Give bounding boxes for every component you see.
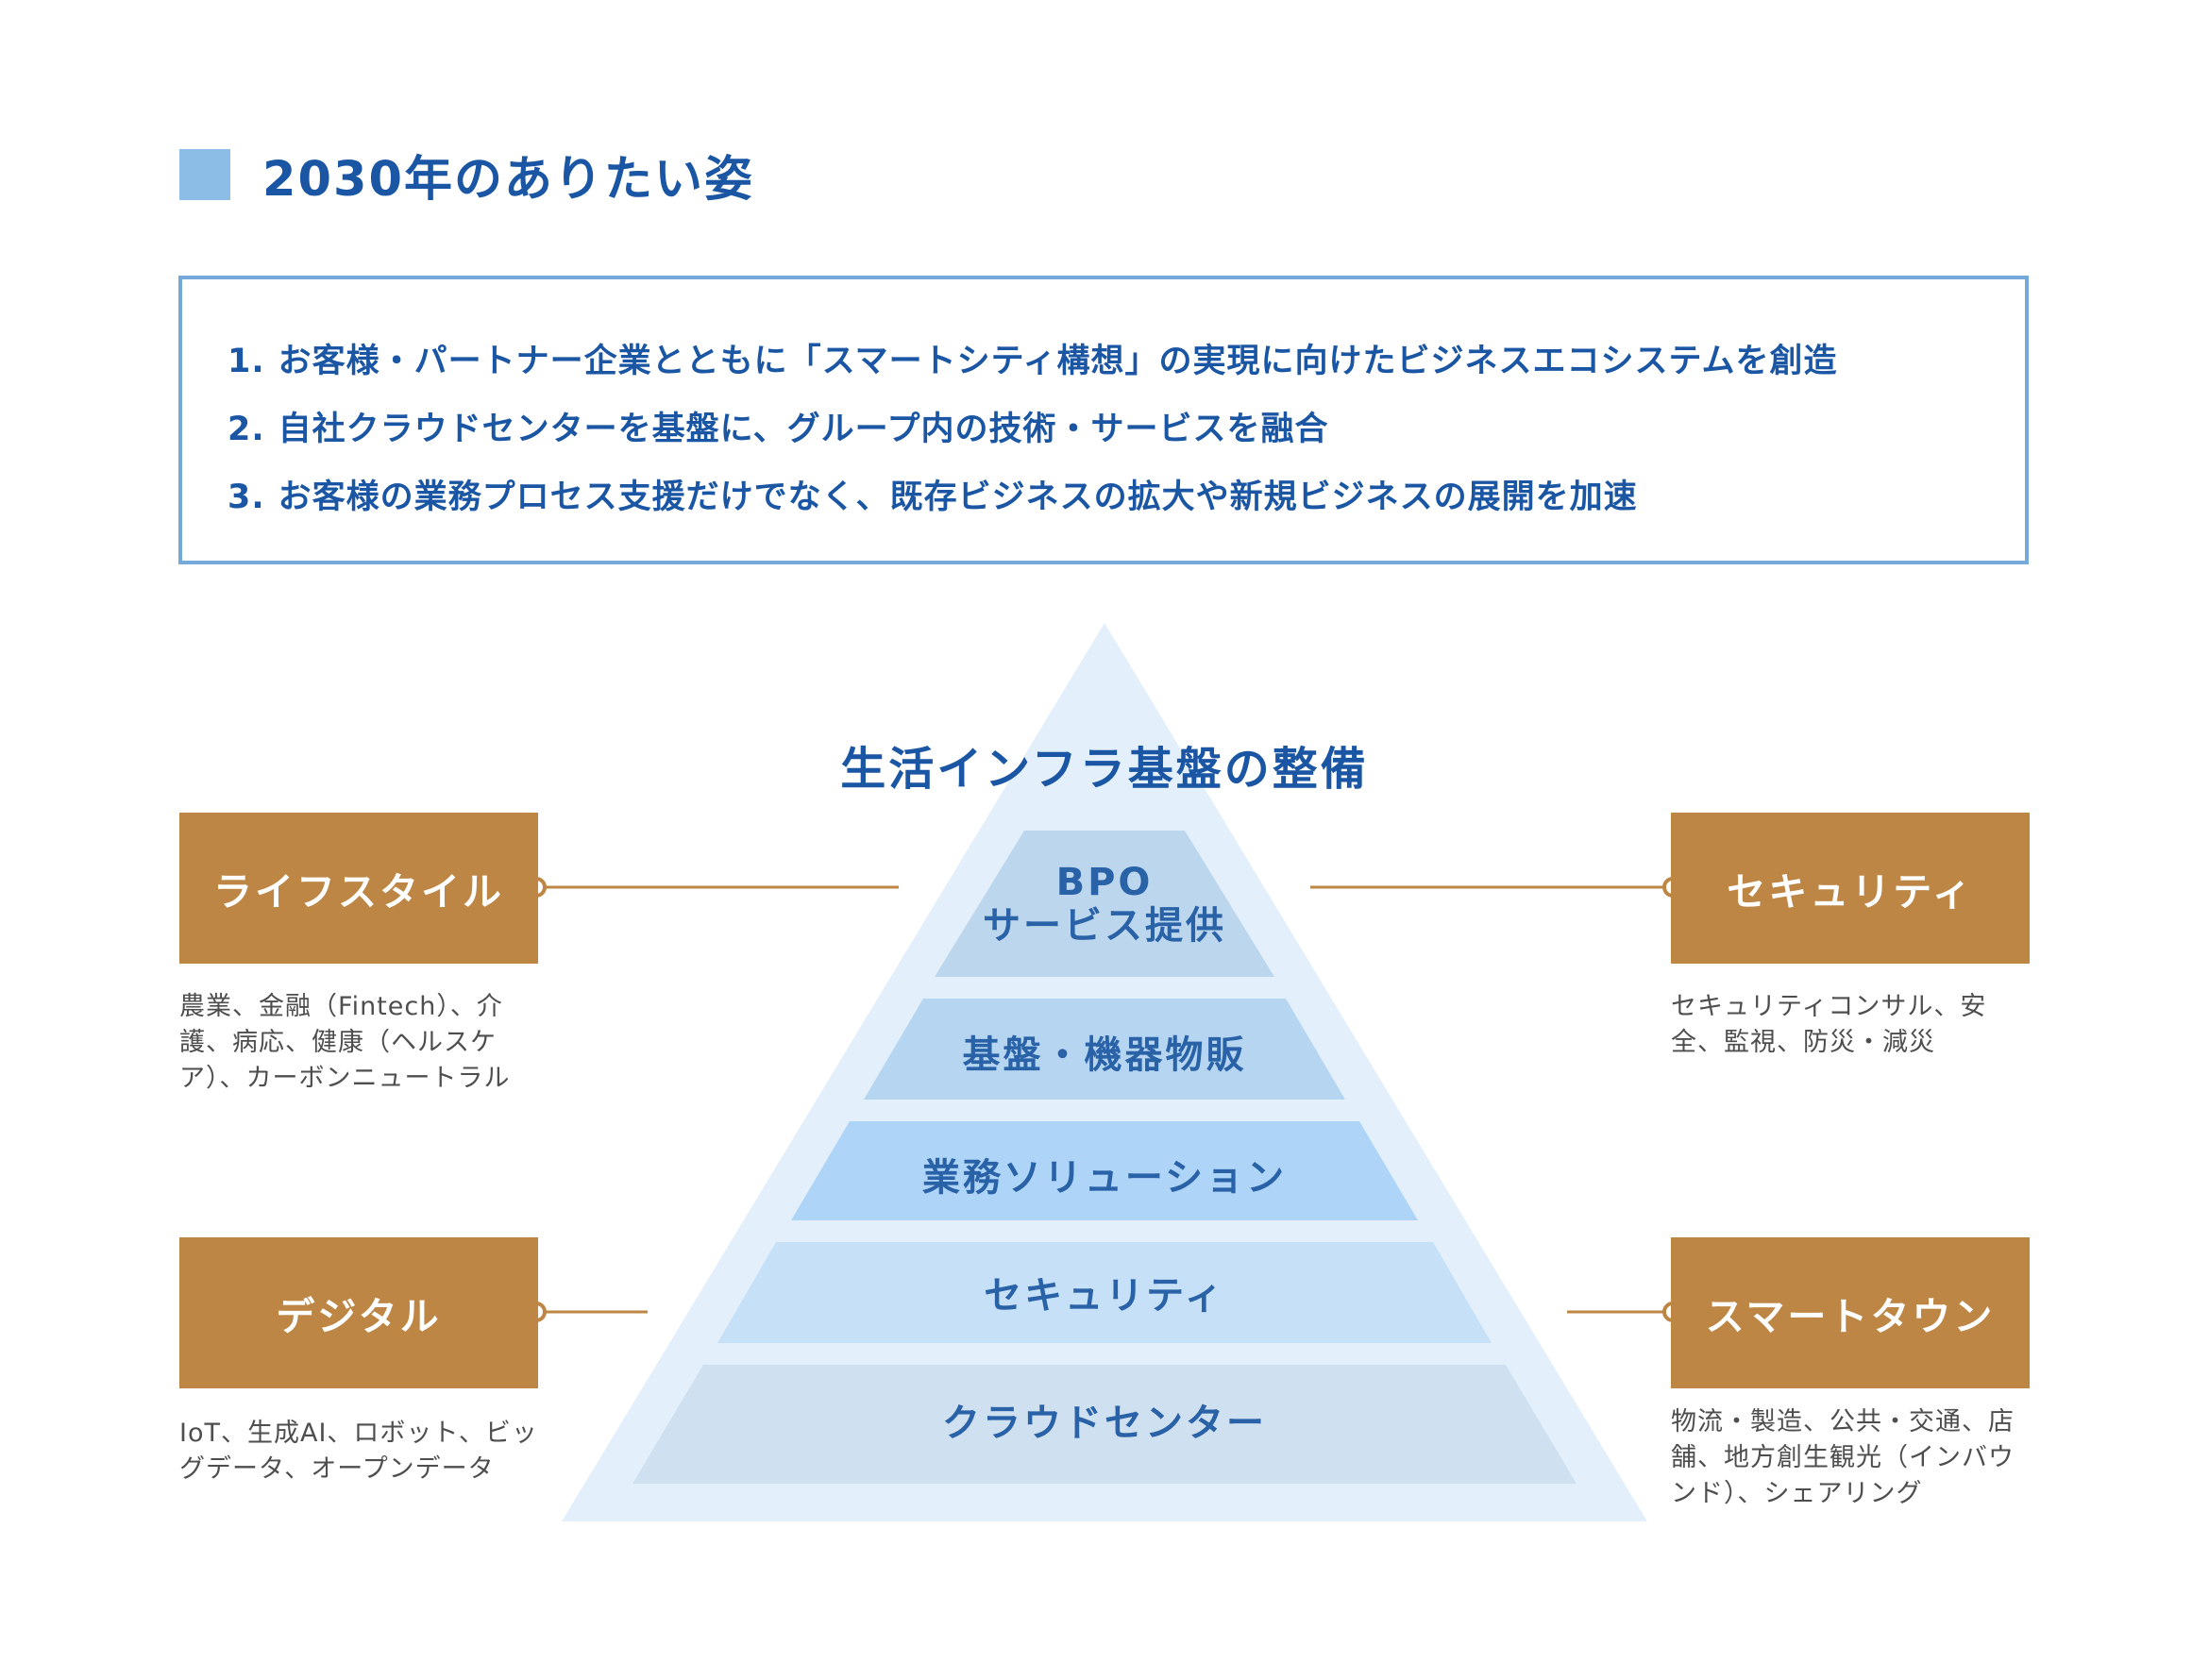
goal-text: お客様・パートナー企業とともに「スマートシティ構想」の実現に向けたビジネスエコシ…: [278, 343, 1838, 380]
tier-business-shape: [791, 1121, 1418, 1220]
goal-text: お客様の業務プロセス支援だけでなく、既存ビジネスの拡大や新規ビジネスの展開を加速: [278, 479, 1638, 516]
goals-box: 1. お客様・パートナー企業とともに「スマートシティ構想」の実現に向けたビジネスエ…: [178, 276, 2029, 564]
category-smarttown: スマートタウン: [1671, 1237, 2030, 1388]
tier-bpo-line1: BPO: [1055, 861, 1154, 904]
category-lifestyle-desc: 農業、金融（Fintech）、介護、病応、健康（ヘルスケア）、カーボンニュートラ…: [179, 992, 511, 1093]
tier-security-shape: [717, 1242, 1492, 1343]
tier-bpo-line2: サービス提供: [983, 904, 1226, 948]
tier-hardware-label: 基盤・機器物販: [962, 1033, 1247, 1077]
goal-number: 2.: [228, 411, 265, 448]
header-square-marker: [179, 149, 230, 200]
category-security-desc: セキュリティコンサル、安全、監視、防災・減災: [1671, 992, 1987, 1057]
category-security: セキュリティ: [1671, 813, 2030, 964]
tier-cloud-label: クラウドセンター: [942, 1402, 1267, 1445]
goal-item: 1. お客様・パートナー企業とともに「スマートシティ構想」の実現に向けたビジネスエ…: [228, 334, 1837, 382]
tier-business-label: 業務ソリューション: [921, 1156, 1288, 1200]
pyramid-title: 生活インフラ基盤の整備: [840, 743, 1369, 796]
category-digital: デジタル: [179, 1237, 538, 1388]
category-digital-desc: IoT、生成AI、ロボット、ビッグデータ、オープンデータ: [179, 1419, 538, 1484]
tier-bpo-label: BPO サービス提供: [916, 861, 1293, 948]
page-title: 2030年のありたい姿: [262, 152, 754, 208]
goal-number: 3.: [228, 479, 265, 516]
category-smarttown-desc: 物流・製造、公共・交通、店舗、地方創生観光（インバウンド）、シェアリング: [1671, 1407, 2015, 1508]
goal-number: 1.: [228, 343, 265, 380]
page-header: 2030年のありたい姿: [179, 142, 754, 208]
tier-security-label: セキュリティ: [984, 1274, 1225, 1318]
tier-hardware-shape: [864, 999, 1345, 1100]
goal-item: 2. 自社クラウドセンターを基盤に、グループ内の技術・サービスを融合: [228, 402, 1329, 450]
tier-bpo-shape: [935, 831, 1274, 977]
category-lifestyle: ライフスタイル: [179, 813, 538, 964]
tier-cloud-shape: [632, 1365, 1577, 1484]
goal-item: 3. お客様の業務プロセス支援だけでなく、既存ビジネスの拡大や新規ビジネスの展開を…: [228, 470, 1638, 518]
goal-text: 自社クラウドセンターを基盤に、グループ内の技術・サービスを融合: [278, 411, 1329, 448]
